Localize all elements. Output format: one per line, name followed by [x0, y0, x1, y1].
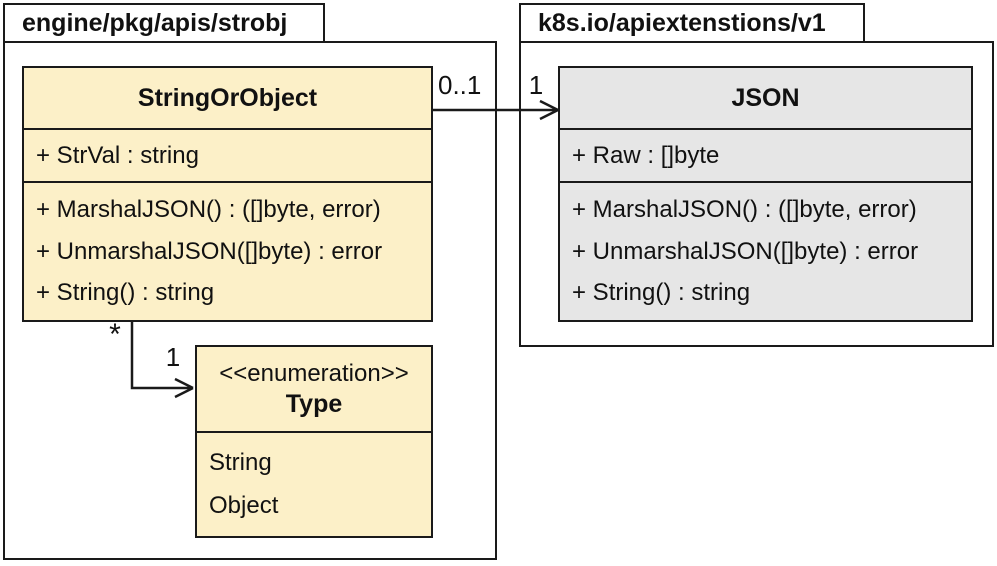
class-title-string-or-object: StringOrObject: [137, 83, 318, 112]
package-label-strobj: engine/pkg/apis/strobj: [22, 8, 288, 37]
method-unmarshaljson: + UnmarshalJSON([]byte) : error: [36, 237, 383, 265]
multiplicity-soo-json-source: 0..1: [438, 70, 482, 100]
enum-box-type: <<enumeration>> Type String Object: [195, 345, 433, 538]
multiplicity-soo-json-target: 1: [528, 70, 544, 100]
method-unmarshaljson: + UnmarshalJSON([]byte) : error: [572, 237, 919, 265]
class-methods-json: + MarshalJSON() : ([]byte, error) + Unma…: [560, 181, 971, 320]
method-marshaljson: + MarshalJSON() : ([]byte, error): [36, 196, 381, 224]
attribute-raw: + Raw : []byte: [572, 141, 720, 169]
method-marshaljson: + MarshalJSON() : ([]byte, error): [572, 196, 917, 224]
multiplicity-soo-type-target: 1: [165, 342, 181, 372]
class-box-string-or-object: StringOrObject + StrVal : string + Marsh…: [22, 66, 433, 322]
enum-header-type: <<enumeration>> Type: [197, 347, 431, 431]
enum-values-type: String Object: [197, 431, 431, 536]
method-string: + String() : string: [36, 278, 215, 306]
package-tab-strobj: engine/pkg/apis/strobj: [3, 3, 325, 43]
class-box-json: JSON + Raw : []byte + MarshalJSON() : ([…: [558, 66, 973, 322]
multiplicity-soo-type-source: *: [109, 318, 121, 351]
class-attributes-string-or-object: + StrVal : string: [24, 128, 431, 181]
class-attributes-json: + Raw : []byte: [560, 128, 971, 181]
package-label-apiextensions: k8s.io/apiextenstions/v1: [538, 8, 826, 37]
enum-title-type: Type: [285, 390, 343, 418]
attribute-strval: + StrVal : string: [36, 141, 199, 169]
class-title-json: JSON: [731, 83, 800, 112]
class-methods-string-or-object: + MarshalJSON() : ([]byte, error) + Unma…: [24, 181, 431, 320]
enum-value-object: Object: [209, 492, 279, 520]
package-tab-apiextensions: k8s.io/apiextenstions/v1: [519, 3, 865, 43]
method-string: + String() : string: [572, 278, 751, 306]
enum-stereotype: <<enumeration>>: [219, 360, 409, 387]
enum-value-string: String: [209, 448, 272, 476]
